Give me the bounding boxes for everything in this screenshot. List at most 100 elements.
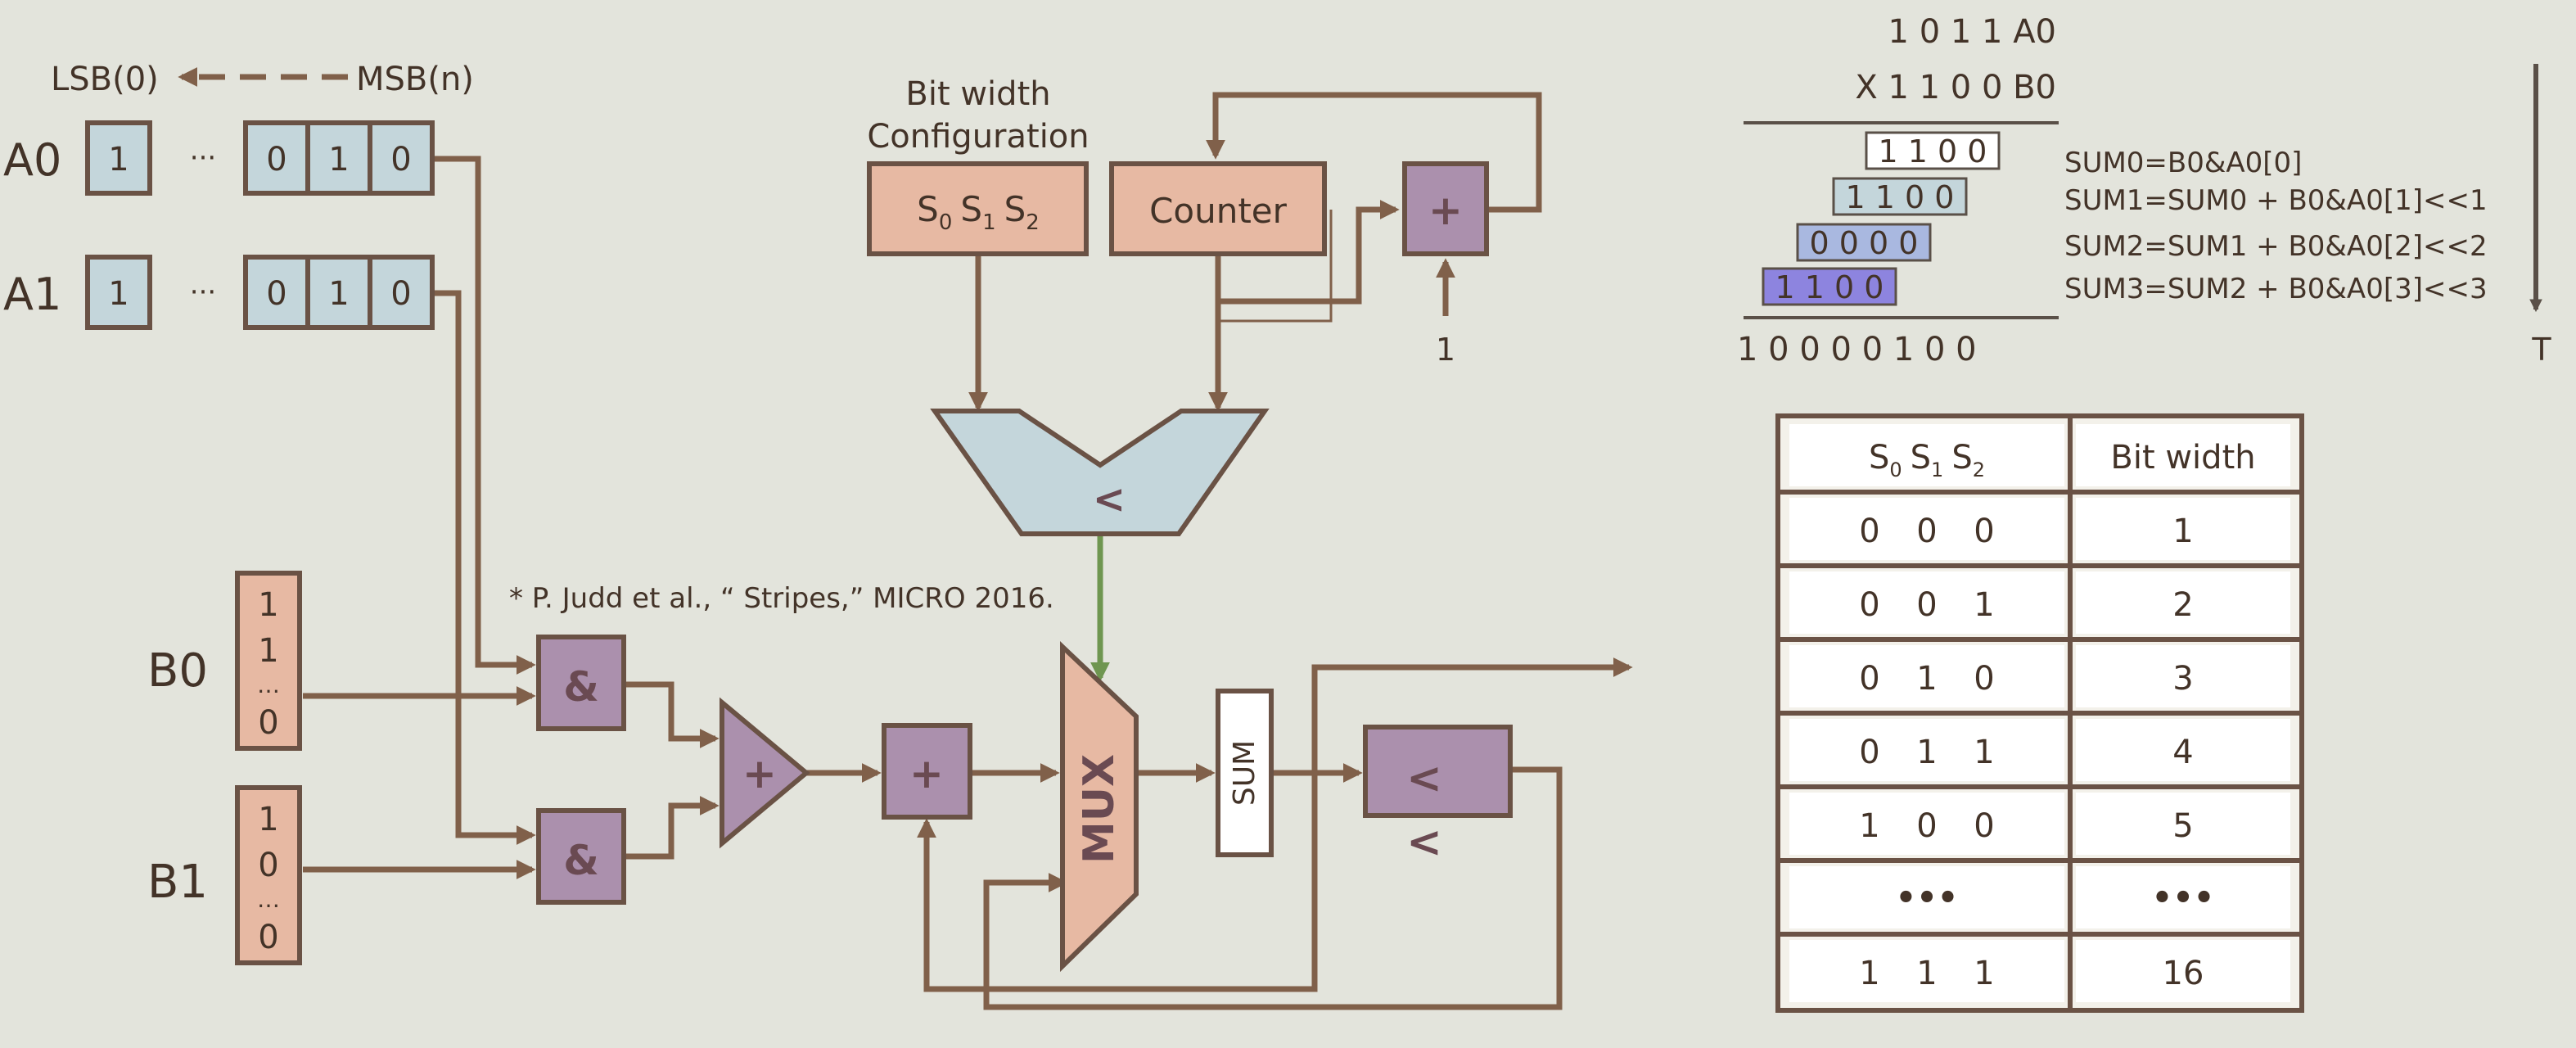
svg-text:1: 1 xyxy=(1916,734,1937,771)
counter: Counter xyxy=(1109,161,1327,256)
bit-value: 1 xyxy=(258,586,278,624)
citation: * P. Judd et al., “ Stripes,” MICRO 2016… xyxy=(509,582,1054,615)
wire-feedback-mux xyxy=(983,766,1563,1010)
comparator-shape xyxy=(930,409,1270,536)
config-box xyxy=(867,161,1089,256)
a1-register: A1 1 ··· 0 1 0 xyxy=(3,255,435,330)
partial-product-2 xyxy=(1796,223,1932,262)
svg-text:1: 1 xyxy=(1859,955,1879,992)
svg-text:•••: ••• xyxy=(1896,879,1959,917)
partial-text: 0 0 0 0 xyxy=(1810,225,1919,261)
sum-label: SUM xyxy=(1228,740,1261,806)
a0-register: A0 1 ··· 0 1 0 xyxy=(3,120,435,196)
adder-tree-shape xyxy=(720,697,810,849)
svg-text:0: 0 xyxy=(1859,734,1879,771)
sum-step-3: SUM3=SUM2 + B0&A0[3]<<3 xyxy=(2064,273,2488,305)
wire-counter-to-inc xyxy=(1218,200,1400,305)
plus-symbol: + xyxy=(1428,187,1463,234)
partial-text: 1 1 0 0 xyxy=(1879,133,1987,169)
register-name: A1 xyxy=(3,269,61,320)
plus-symbol: + xyxy=(742,750,777,797)
product-result: 1 0 0 0 0 1 0 0 xyxy=(1737,331,1977,368)
table-row: 0 0 1 2 xyxy=(1859,586,2193,624)
and-gate-box xyxy=(536,635,626,731)
mux-shape xyxy=(1060,641,1139,973)
output-comparator: < < xyxy=(1363,725,1513,867)
mux: MUX xyxy=(1060,641,1139,973)
bit-value: 0 xyxy=(258,919,278,956)
sum-box xyxy=(1216,689,1274,857)
incrementer: + xyxy=(1402,161,1489,256)
svg-text:•••: ••• xyxy=(2152,879,2215,917)
bit-cell xyxy=(368,255,435,330)
comparator-box xyxy=(1363,725,1513,818)
bit-value: 1 xyxy=(328,275,349,313)
b1-register: B1 1 0 … 0 xyxy=(147,785,302,965)
register-name: B1 xyxy=(147,856,208,909)
time-label: T xyxy=(2531,332,2551,368)
wire-a1-to-and1 xyxy=(432,290,536,845)
bit-cell xyxy=(305,120,372,196)
svg-text:0: 0 xyxy=(1916,807,1937,845)
config-title-2: Configuration xyxy=(867,118,1089,156)
bit-value: 0 xyxy=(390,275,411,313)
sum-step-2: SUM2=SUM1 + B0&A0[2]<<2 xyxy=(2064,230,2488,263)
register-name: A0 xyxy=(3,134,61,186)
wires xyxy=(178,64,2542,1010)
mux-label: MUX xyxy=(1075,754,1124,864)
less-symbol: < xyxy=(1093,477,1126,522)
bit-column xyxy=(235,785,302,965)
and-symbol: & xyxy=(563,663,599,711)
wire-counter-bus xyxy=(1218,210,1333,323)
svg-text:3: 3 xyxy=(2172,660,2193,698)
wire-and0-to-adder xyxy=(624,681,720,748)
incrementer-box xyxy=(1402,161,1489,256)
svg-text:2: 2 xyxy=(2172,586,2193,624)
b0-register: B0 1 1 … 0 xyxy=(147,571,302,751)
svg-text:0: 0 xyxy=(1859,586,1879,624)
bit-value: 1 xyxy=(108,275,129,313)
svg-text:0: 0 xyxy=(1859,660,1879,698)
msb-label: MSB(n) xyxy=(356,61,474,98)
multiplier-line: X 1 1 0 0 B0 xyxy=(1855,69,2056,106)
bit-value: 1 xyxy=(258,801,278,838)
config-title-1: Bit width xyxy=(905,75,1050,113)
wire-and1-to-adder xyxy=(624,796,720,860)
plus-symbol: + xyxy=(909,750,944,797)
wire-feedback-plus xyxy=(917,773,1318,992)
svg-text:0: 0 xyxy=(1916,586,1937,624)
sum-step-1: SUM1=SUM0 + B0&A0[1]<<1 xyxy=(2064,184,2488,217)
svg-text:1: 1 xyxy=(2172,513,2193,550)
table-row: 1 1 1 16 xyxy=(1859,955,2204,992)
svg-text:16: 16 xyxy=(2163,955,2204,992)
and-gate-1: & xyxy=(536,808,626,905)
sum-register: SUM xyxy=(1216,689,1274,857)
wire-output xyxy=(1311,657,1633,773)
svg-text:1: 1 xyxy=(1916,660,1937,698)
less-symbol: < xyxy=(1406,818,1442,867)
bit-cell xyxy=(85,120,152,196)
multiplicand-line: 1 0 1 1 A0 xyxy=(1888,13,2056,51)
adder-box xyxy=(882,723,972,820)
bit-value: 1 xyxy=(258,632,278,670)
bit-value: 0 xyxy=(258,704,278,742)
bit-value: … xyxy=(257,671,280,698)
table-header-width: Bit width xyxy=(2110,439,2255,477)
partial-product-3 xyxy=(1762,267,1897,306)
svg-text:1: 1 xyxy=(1859,807,1879,845)
sum-step-0: SUM0=B0&A0[0] xyxy=(2064,147,2302,179)
bit-value: … xyxy=(257,886,280,913)
counter-box xyxy=(1109,161,1327,256)
table-row: 1 0 0 5 xyxy=(1859,807,2193,845)
bit-column xyxy=(235,571,302,751)
bit-cell xyxy=(368,120,435,196)
lsb-label: LSB(0) xyxy=(51,61,159,98)
svg-text:4: 4 xyxy=(2172,734,2193,771)
svg-text:0: 0 xyxy=(1974,660,1994,698)
svg-text:0: 0 xyxy=(1974,807,1994,845)
